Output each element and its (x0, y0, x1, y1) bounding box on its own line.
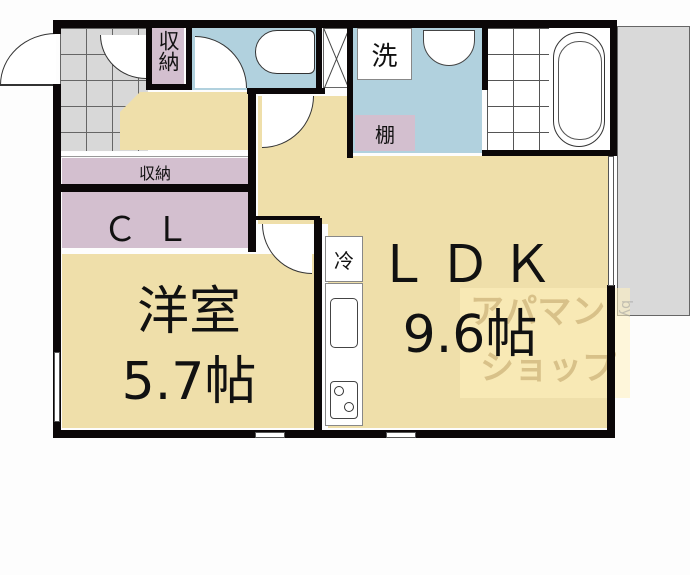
window-ldk-balcony-door (608, 156, 614, 286)
wall-toilet-bottom (247, 88, 325, 94)
fridge-space: 冷 (325, 236, 363, 282)
shelf (355, 115, 415, 151)
wall-western-right (314, 218, 322, 434)
bathtub-icon (553, 32, 605, 147)
hallway-floor (120, 92, 250, 150)
shelf-label: 棚 (375, 123, 395, 147)
closet (62, 192, 248, 248)
wall-bottom (53, 430, 615, 438)
wall-bath-left (482, 20, 488, 90)
window-ldk-bottom (386, 432, 416, 438)
storage-small (152, 28, 184, 86)
ldk-size: 9.6帖 (402, 305, 538, 365)
entrance-door-leaf (0, 84, 56, 86)
washer-space: 洗 (357, 28, 412, 80)
balcony (617, 26, 690, 316)
western-room-name: 洋室 (136, 282, 241, 342)
wall-storage-closet-divider (61, 184, 256, 192)
pipe-shaft (323, 28, 350, 90)
entrance-door-swing (0, 33, 56, 85)
western-room (62, 254, 316, 428)
wall-top (53, 20, 617, 28)
storage-hall-label: 収納 (138, 164, 171, 183)
ldk-name: ＬＤＫ (376, 235, 563, 295)
stove-icon (330, 381, 358, 419)
wall-storage-small-left (146, 20, 152, 90)
pipe-shaft-x-icon (323, 28, 350, 90)
watermark-by: by (618, 300, 634, 318)
wall-western-door-top (256, 216, 320, 220)
watermark-box (460, 288, 630, 398)
wall-storage-small-right (186, 20, 192, 90)
window-western-bottom (255, 432, 285, 438)
wall-bath-right (610, 20, 617, 155)
wall-storage-small-bottom (146, 84, 192, 90)
bathroom-tile (487, 28, 549, 150)
wall-closet-right (248, 92, 256, 252)
toilet-icon (255, 30, 315, 74)
wall-washroom-left (347, 20, 353, 158)
wall-bath-bottom (482, 150, 617, 156)
storage-small-label: 収納 (156, 30, 180, 72)
wall-toilet-right (316, 20, 322, 94)
watermark-line2: ショップ (480, 348, 616, 388)
window-western-left (54, 352, 60, 422)
closet-label: ＣＬ (103, 210, 207, 250)
storage-hall (62, 158, 248, 184)
watermark-line1: アパマン (470, 292, 606, 332)
wall-right-lower (607, 285, 615, 438)
wall-left-upper (53, 20, 61, 34)
wall-left (53, 84, 61, 436)
western-room-size: 5.7帖 (121, 352, 257, 412)
sink-icon (330, 298, 358, 348)
wall-storage-hall-top (61, 152, 256, 157)
